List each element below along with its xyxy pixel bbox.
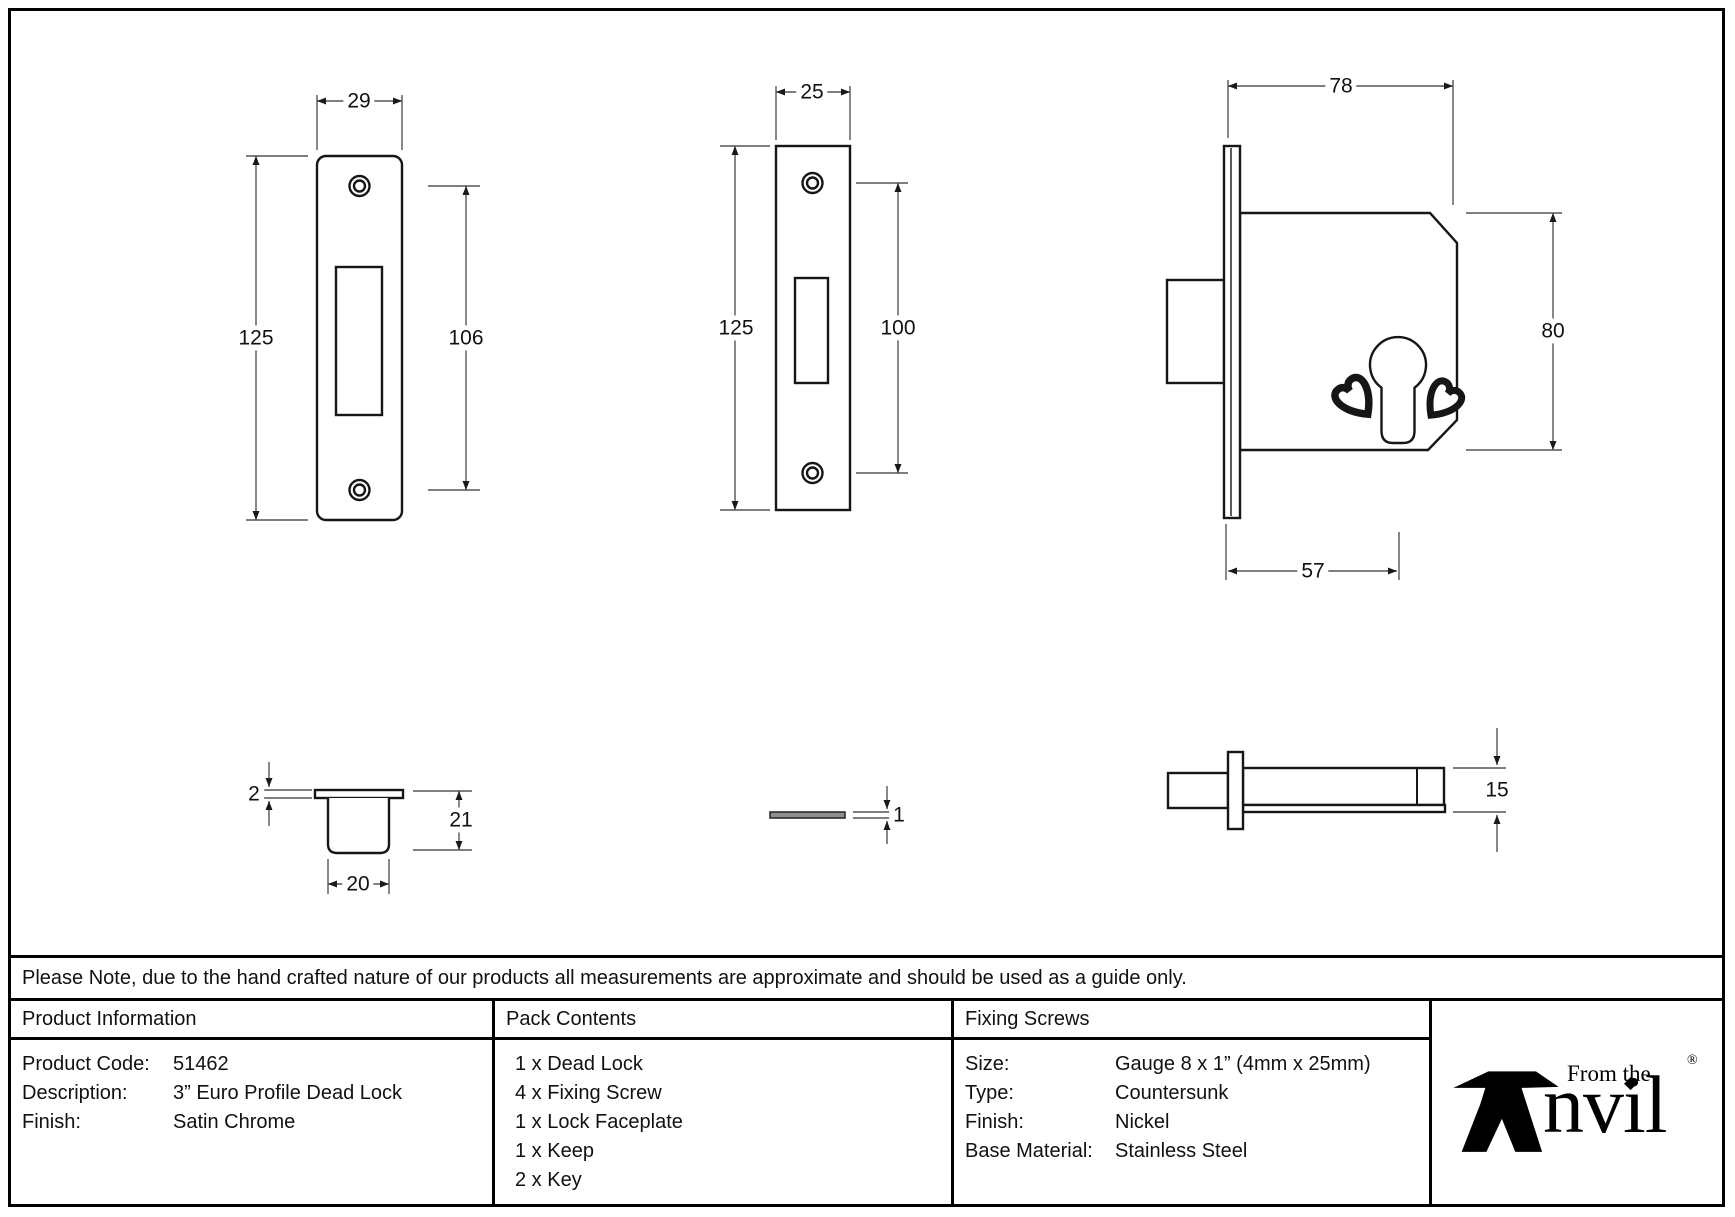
dim-body-backset: 57: [1297, 558, 1329, 584]
dim-body-height: 80: [1537, 318, 1569, 344]
fixing-screws-body: Size: Gauge 8 x 1” (4mm x 25mm) Type: Co…: [951, 1040, 1429, 1207]
spec-label: Product Code:: [22, 1053, 150, 1075]
product-info-body: Product Code: 51462 Description: 3” Euro…: [11, 1040, 492, 1207]
dim-keep-hole-spacing: 106: [444, 325, 488, 351]
dim-keepside-depth: 21: [445, 807, 477, 833]
spec-row: Product Code: 51462: [22, 1050, 492, 1079]
spec-label: Description:: [22, 1082, 128, 1104]
spec-value: Gauge 8 x 1” (4mm x 25mm): [1115, 1053, 1371, 1075]
bolt-side-drawing: [1166, 728, 1506, 852]
spec-value: Satin Chrome: [173, 1111, 296, 1133]
lock-body-side-drawing: [1165, 80, 1562, 580]
logo-tagline: From the: [1567, 1061, 1651, 1086]
pack-item: 1 x Dead Lock: [515, 1053, 643, 1075]
dim-faceplate-width: 25: [796, 79, 828, 105]
spec-row: Type: Countersunk: [965, 1079, 1429, 1108]
spec-value: 51462: [173, 1053, 229, 1075]
dim-plate-thickness: 1: [889, 802, 909, 828]
registered-mark: ®: [1687, 1053, 1698, 1068]
spec-row: Finish: Nickel: [965, 1108, 1429, 1137]
pack-item: 4 x Fixing Screw: [515, 1082, 662, 1104]
faceplate-edge-drawing: [769, 786, 892, 844]
spec-label: Size:: [965, 1053, 1010, 1075]
keep-front-drawing: [246, 95, 480, 522]
spec-value: Countersunk: [1115, 1082, 1229, 1104]
note-text: Please Note, due to the hand crafted nat…: [22, 966, 1187, 989]
pack-item: 1 x Keep: [515, 1140, 594, 1162]
spec-value: 3” Euro Profile Dead Lock: [173, 1082, 403, 1104]
spec-row: Base Material: Stainless Steel: [965, 1137, 1429, 1166]
brand-logo: nvil From the ◆ ®: [1449, 1047, 1707, 1161]
brand-logo-cell: nvil From the ◆ ®: [1429, 1001, 1724, 1207]
pack-contents-body: 1 x Dead Lock 4 x Fixing Screw 1 x Lock …: [492, 1040, 951, 1207]
fixing-screws-header: Fixing Screws: [951, 1001, 1429, 1040]
spec-row: Size: Gauge 8 x 1” (4mm x 25mm): [965, 1050, 1429, 1079]
dim-faceplate-holes: 100: [876, 315, 920, 341]
dim-faceplate-height: 125: [714, 315, 758, 341]
dim-keep-height: 125: [234, 325, 278, 351]
spec-label: Finish:: [22, 1111, 81, 1133]
keep-side-drawing: [264, 762, 472, 894]
spec-value: Stainless Steel: [1115, 1140, 1248, 1162]
diamond-icon: ◆: [1624, 1073, 1638, 1092]
anvil-icon: [1453, 1071, 1559, 1152]
info-table: Product Information Pack Contents Fixing…: [11, 998, 1724, 1207]
pack-contents-header: Pack Contents: [492, 1001, 951, 1040]
note-row: Please Note, due to the hand crafted nat…: [11, 955, 1724, 998]
dim-bolt-height: 15: [1481, 777, 1513, 803]
spec-row: Finish: Satin Chrome: [22, 1108, 492, 1137]
technical-drawings: [246, 80, 1562, 894]
spec-label: Finish:: [965, 1111, 1024, 1133]
dim-body-depth: 78: [1325, 73, 1357, 99]
spec-row: Description: 3” Euro Profile Dead Lock: [22, 1079, 492, 1108]
pack-item: 2 x Key: [515, 1169, 582, 1191]
product-info-header: Product Information: [11, 1001, 492, 1040]
logo-wordmark: nvil: [1543, 1059, 1668, 1150]
dim-keepside-width: 20: [342, 871, 374, 897]
pack-item: 1 x Lock Faceplate: [515, 1111, 683, 1133]
dim-keepside-lip: 2: [244, 781, 264, 807]
spec-label: Type:: [965, 1082, 1014, 1104]
faceplate-front-drawing: [720, 86, 908, 512]
dim-keep-width: 29: [343, 88, 375, 114]
spec-value: Nickel: [1115, 1111, 1170, 1133]
spec-label: Base Material:: [965, 1140, 1093, 1162]
